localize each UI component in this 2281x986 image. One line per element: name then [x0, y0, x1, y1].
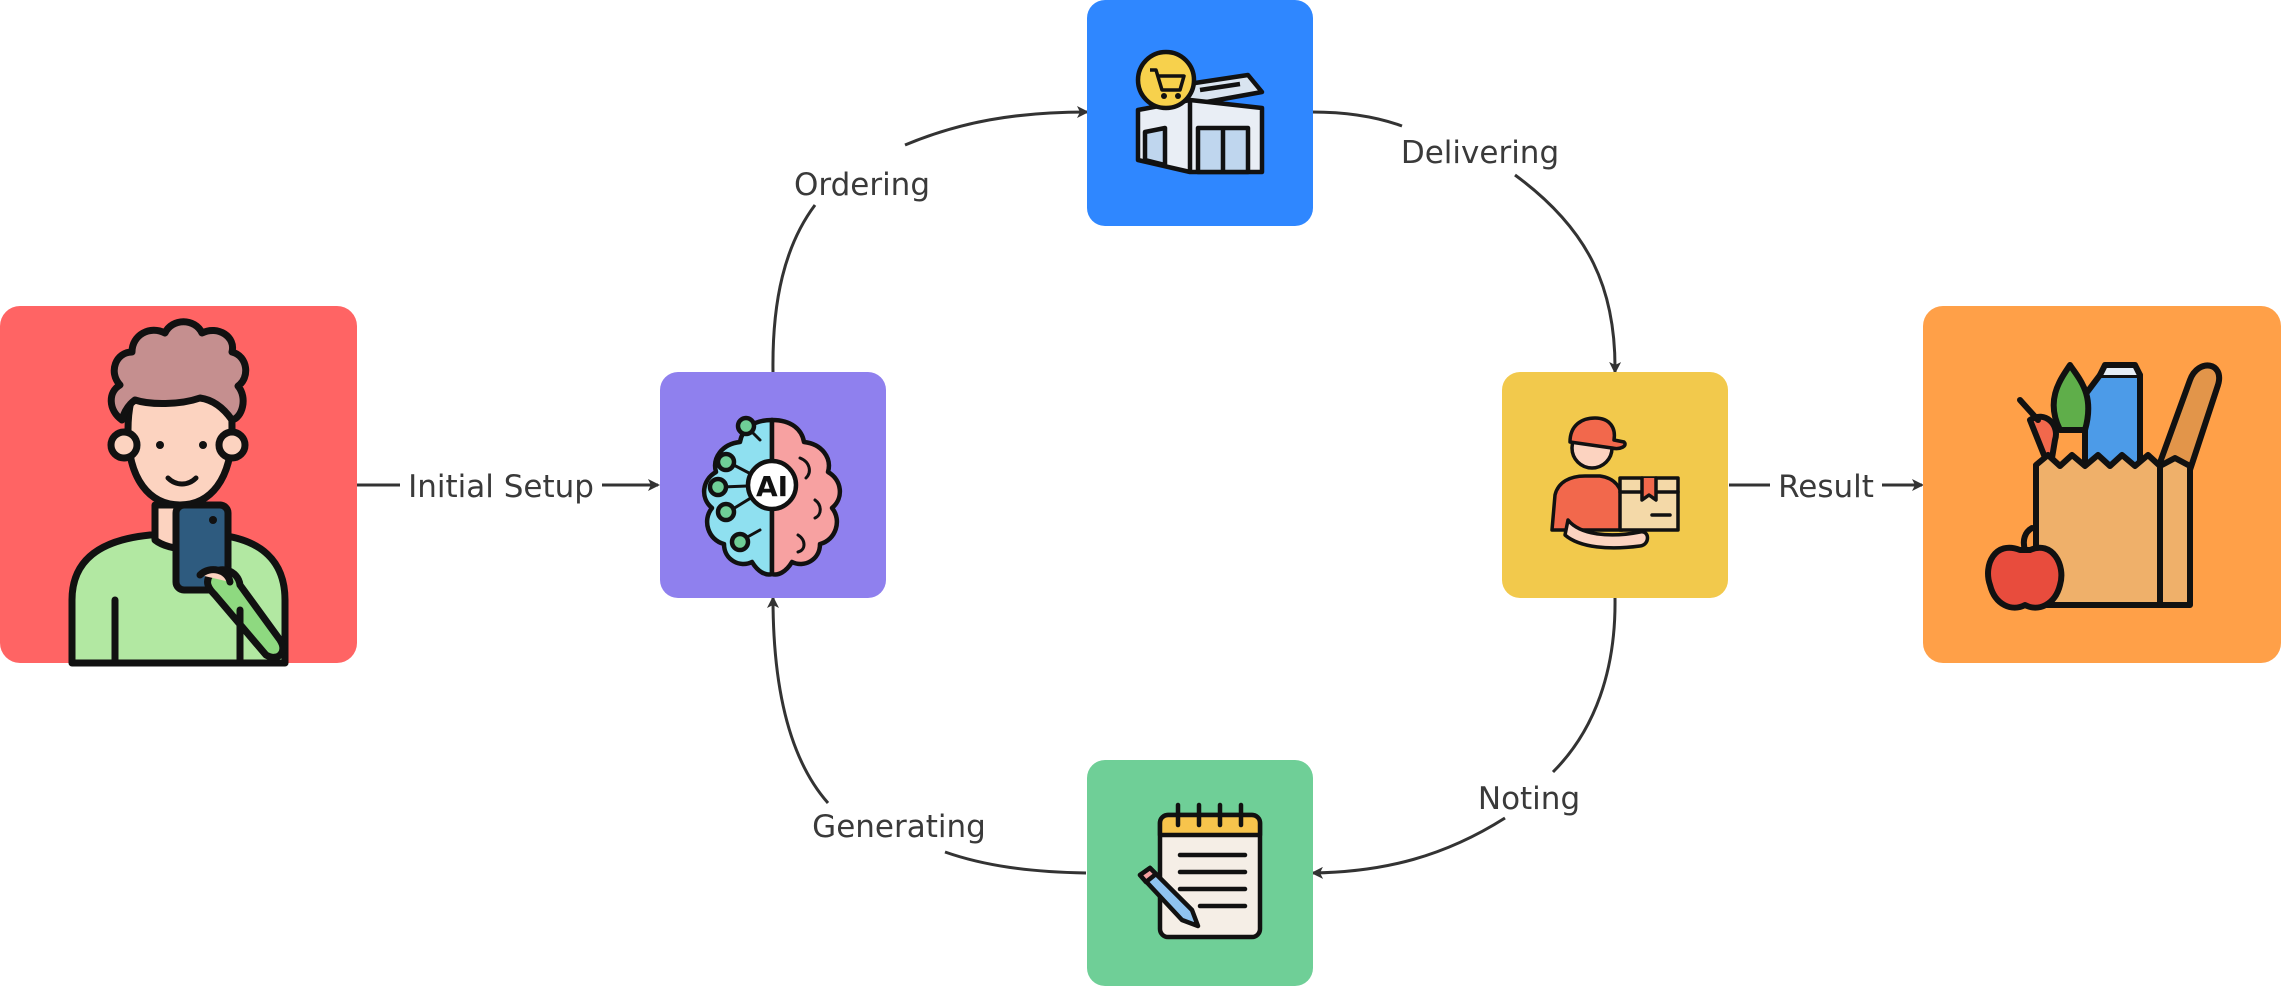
edge-ordering: Ordering [771, 106, 1089, 373]
edge-line [771, 204, 817, 373]
node-courier [1502, 372, 1728, 598]
edge-label-initial-setup: Initial Setup [408, 469, 594, 505]
node-groceries [1923, 306, 2281, 663]
edge-line [1311, 110, 1403, 128]
notepad-icon [1137, 802, 1263, 940]
edge-result: Result [1729, 469, 1924, 505]
edge-initial-setup: Initial Setup [357, 469, 660, 505]
edge-label-generating: Generating [812, 809, 986, 845]
person-with-phone-icon [68, 318, 289, 667]
svg-text:AI: AI [756, 470, 788, 503]
delivery-courier-icon [1550, 416, 1680, 550]
edge-generating: Generating [767, 596, 1087, 875]
ai-brain-icon: AI [702, 415, 842, 577]
edge-line [1514, 173, 1622, 374]
edge-label-result: Result [1778, 469, 1874, 505]
edge-line [1551, 597, 1617, 774]
edge-line [904, 106, 1089, 147]
node-store [1087, 0, 1313, 226]
grocery-store-icon [1135, 49, 1265, 175]
edge-label-delivering: Delivering [1401, 135, 1559, 171]
edge-line [767, 596, 830, 804]
edge-line [1311, 816, 1506, 879]
node-ai: AI [660, 372, 886, 598]
grocery-bag-icon [1985, 362, 2223, 611]
edge-noting: Noting [1311, 597, 1617, 879]
edge-line [944, 850, 1087, 875]
edge-label-ordering: Ordering [794, 167, 930, 203]
node-notes [1087, 760, 1313, 986]
edge-label-noting: Noting [1478, 781, 1580, 817]
node-user [0, 306, 357, 667]
edge-delivering: Delivering [1311, 110, 1622, 374]
